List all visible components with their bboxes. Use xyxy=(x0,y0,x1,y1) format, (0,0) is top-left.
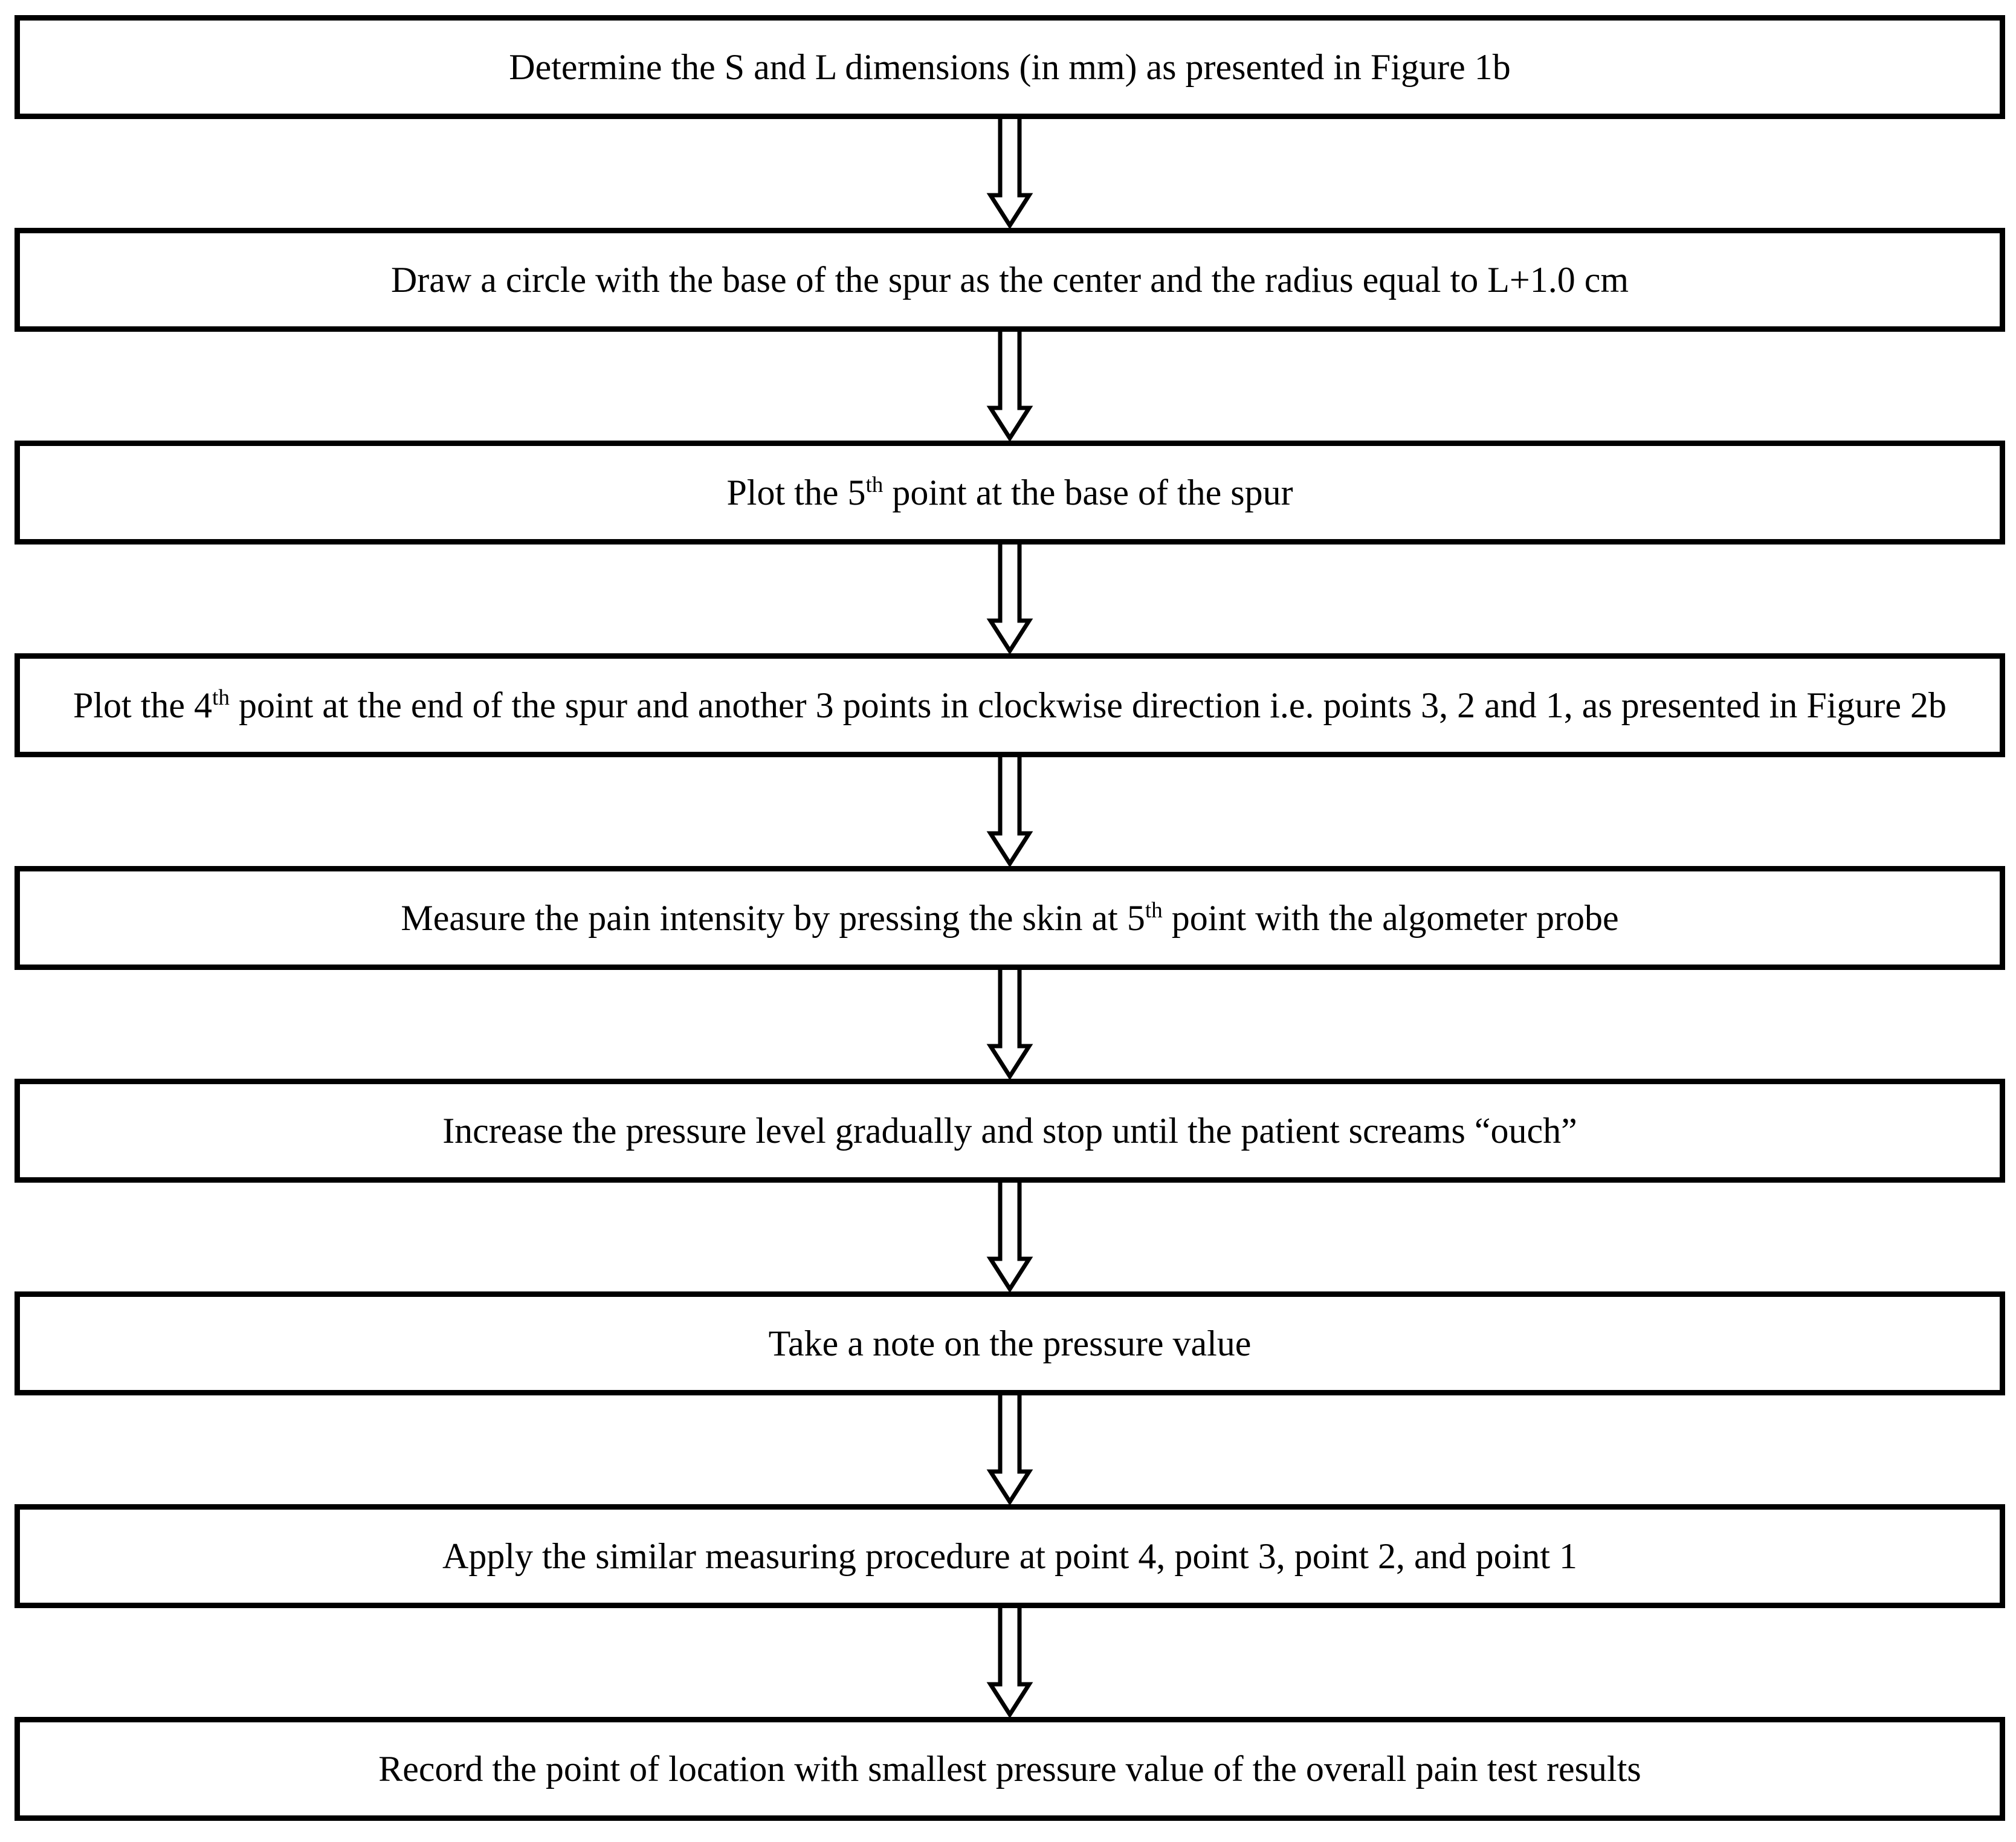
flow-step-4: Plot the 4th point at the end of the spu… xyxy=(15,653,2005,757)
down-arrow-3 xyxy=(986,545,1033,653)
down-arrow-5 xyxy=(986,970,1033,1079)
down-arrow-2 xyxy=(986,332,1033,441)
flow-step-3: Plot the 5th point at the base of the sp… xyxy=(15,441,2005,545)
flow-step-9: Record the point of location with smalle… xyxy=(15,1717,2005,1821)
down-arrow-1 xyxy=(986,119,1033,228)
flow-step-9-text: Record the point of location with smalle… xyxy=(378,1749,1641,1789)
flowchart: Determine the S and L dimensions (in mm)… xyxy=(15,0,2005,1821)
flow-step-6-text: Increase the pressure level gradually an… xyxy=(442,1111,1577,1151)
flow-step-7: Take a note on the pressure value xyxy=(15,1291,2005,1395)
flow-step-3-text: Plot the 5th point at the base of the sp… xyxy=(726,473,1293,512)
flow-step-8: Apply the similar measuring procedure at… xyxy=(15,1504,2005,1608)
flow-step-1: Determine the S and L dimensions (in mm)… xyxy=(15,15,2005,119)
flow-step-5: Measure the pain intensity by pressing t… xyxy=(15,866,2005,970)
down-arrow-8 xyxy=(986,1608,1033,1717)
flow-step-7-text: Take a note on the pressure value xyxy=(768,1323,1252,1363)
down-arrow-7 xyxy=(986,1395,1033,1504)
flow-step-8-text: Apply the similar measuring procedure at… xyxy=(442,1536,1578,1576)
flow-step-2-text: Draw a circle with the base of the spur … xyxy=(390,260,1629,300)
flow-step-2: Draw a circle with the base of the spur … xyxy=(15,228,2005,332)
flow-step-1-text: Determine the S and L dimensions (in mm)… xyxy=(509,47,1511,87)
down-arrow-6 xyxy=(986,1183,1033,1291)
flow-step-5-text: Measure the pain intensity by pressing t… xyxy=(401,898,1619,938)
down-arrow-4 xyxy=(986,757,1033,866)
flow-step-4-text: Plot the 4th point at the end of the spu… xyxy=(73,685,1947,725)
flow-step-6: Increase the pressure level gradually an… xyxy=(15,1079,2005,1183)
